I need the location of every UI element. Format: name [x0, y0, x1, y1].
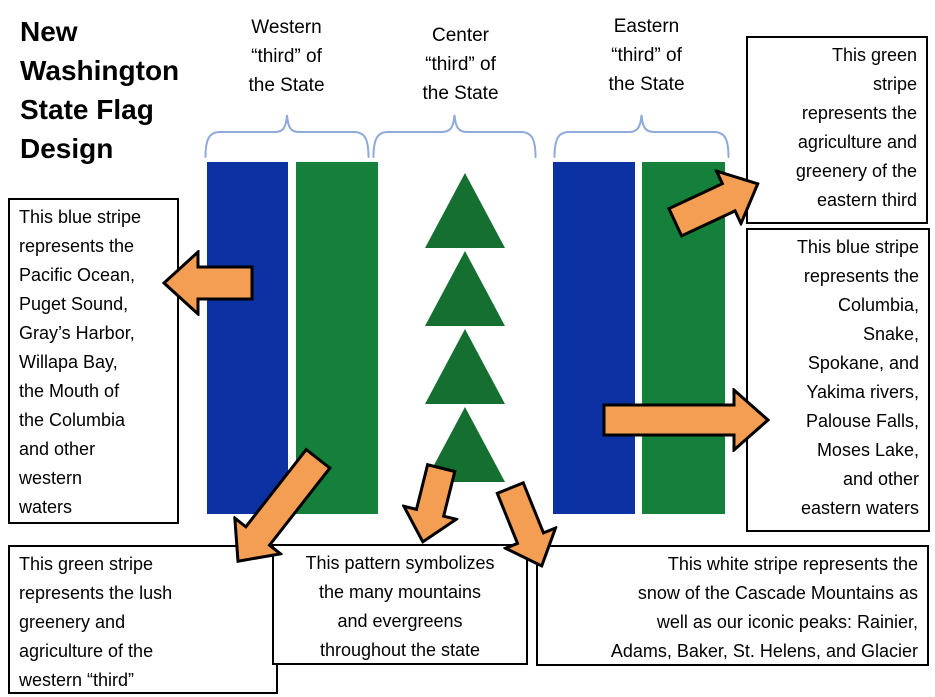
note-west-blue-stripe: This blue stripe represents the Pacific …: [8, 198, 179, 524]
note-west-green-stripe: This green stripe represents the lush gr…: [8, 545, 278, 694]
note-white-stripe: This white stripe represents the snow of…: [536, 545, 929, 666]
label-western-third: Western “third” of the State: [248, 17, 325, 96]
arrow-west-icon: [162, 250, 254, 316]
label-eastern-third: Eastern “third” of the State: [608, 16, 685, 95]
note-east-green-stripe: This green stripe represents the agricul…: [746, 36, 928, 224]
arrow-east-icon: [602, 388, 770, 452]
note-center-pattern: This pattern symbolizes the many mountai…: [272, 544, 528, 665]
page-title: New Washington State Flag Design: [20, 16, 180, 164]
arrow-northeast-icon: [666, 168, 760, 238]
label-center-third: Center “third” of the State: [422, 25, 499, 104]
arrow-south-icon: [400, 462, 460, 545]
arrow-southwest-icon: [233, 447, 332, 563]
flag-stripe-blue-west: [207, 162, 288, 514]
triangle-pattern-icon: [425, 173, 505, 482]
arrow-southeast-icon: [495, 480, 559, 569]
flag-stripe-blue-east: [553, 162, 635, 514]
brace-center-icon: [372, 114, 537, 158]
note-east-blue-stripe: This blue stripe represents the Columbia…: [746, 228, 930, 532]
brace-western-icon: [204, 114, 370, 158]
brace-eastern-icon: [553, 114, 730, 158]
